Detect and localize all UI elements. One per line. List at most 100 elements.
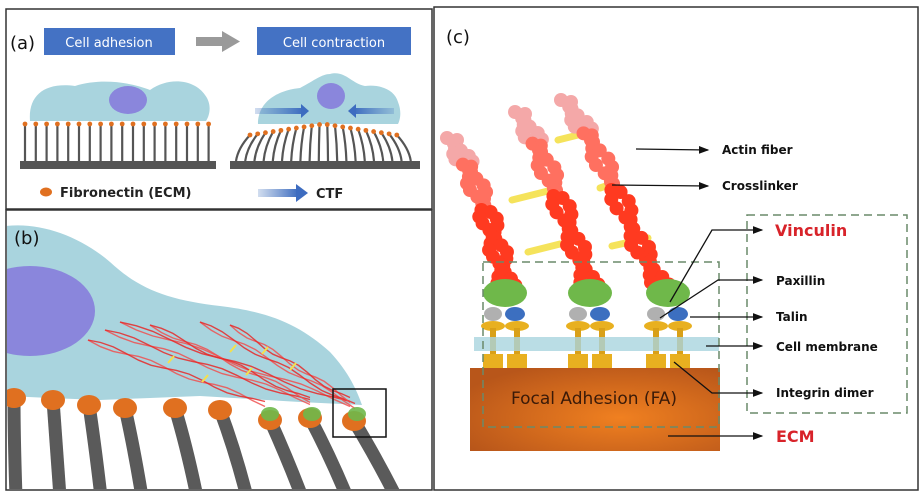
crosslinker-leader: [611, 182, 710, 190]
panel-b: (b): [5, 209, 433, 491]
label-talin: Talin: [776, 310, 808, 324]
fibronectin-dot: [41, 390, 65, 410]
pillar: [308, 125, 313, 162]
fibronectin-dot: [355, 126, 361, 132]
integrin-base: [646, 354, 666, 368]
ctf-arrow-left: [354, 108, 394, 114]
fibronectin-dot: [98, 121, 103, 127]
label-cell-membrane: Cell membrane: [776, 340, 878, 354]
actin-filament: [229, 324, 351, 399]
actin-filament: [199, 321, 356, 410]
pillar: [234, 134, 251, 162]
panel-a-letter: (a): [10, 33, 35, 54]
vinculin: [483, 279, 527, 307]
fibronectin-dot: [363, 127, 369, 133]
fibronectin-dot: [65, 121, 71, 127]
ecm-block: [470, 368, 720, 451]
fibronectin-dot: [87, 121, 93, 127]
pillar: [326, 124, 330, 162]
fibronectin-dot: [77, 395, 101, 415]
actin-filament: [229, 324, 351, 404]
fibronectin-dot: [309, 123, 315, 129]
talin-gray: [484, 307, 502, 321]
fibronectin-dot: [317, 122, 322, 127]
label-paxillin: Paxillin: [776, 274, 825, 288]
panel-a: (a) Cell adhesion Cell contraction: [5, 8, 433, 210]
focal-adhesion-cluster: [261, 407, 279, 421]
fibronectin-dot: [332, 123, 338, 129]
fibronectin-dot: [394, 132, 400, 138]
fibronectin-dot: [163, 121, 168, 127]
crosslinker: [167, 355, 175, 364]
integrin-base: [507, 354, 527, 368]
pillar: [372, 130, 385, 162]
fibronectin-dot: [286, 126, 292, 132]
fibronectin-dot: [152, 121, 158, 127]
vinculin-leader: [669, 226, 764, 303]
vinculin: [568, 279, 612, 307]
pillar: [280, 128, 290, 162]
pillar: [317, 124, 321, 162]
fibronectin-dot: [278, 127, 284, 133]
fibronectin-dot: [130, 121, 136, 127]
actin-fibers: [440, 93, 677, 299]
zoom-region-box: [332, 388, 387, 438]
integrin-base: [670, 354, 690, 368]
fa-dashed-box: [482, 261, 720, 428]
fibronectin-legend-icon: [40, 187, 52, 197]
pillar: [395, 134, 412, 162]
adhered-cell: [20, 81, 216, 169]
substrate-base: [20, 161, 216, 169]
fibronectin-dot: [263, 130, 268, 136]
label-crosslinker: Crosslinker: [722, 179, 798, 193]
process-arrow-icon: [196, 31, 240, 52]
pillar: [253, 132, 267, 162]
substrate-base: [230, 161, 420, 169]
fibronectin-dot: [7, 388, 26, 408]
cell-contraction-label: Cell contraction: [283, 36, 385, 51]
fibronectin-dot: [206, 121, 212, 127]
integrin-base: [568, 354, 588, 368]
contracted-cell: [230, 73, 420, 169]
fibronectin-dot: [255, 131, 261, 137]
crosslinker: [245, 367, 253, 376]
cell-body: [7, 225, 362, 405]
pillar: [299, 126, 306, 162]
micropillars: [7, 388, 400, 489]
fibronectin-dot: [119, 121, 125, 127]
legend-fibronectin: Fibronectin (ECM): [60, 186, 191, 201]
actin-filament: [104, 329, 311, 401]
talin-blue: [590, 307, 610, 321]
legend-dashed-box: [746, 214, 908, 414]
pillar: [388, 133, 403, 162]
micropillar: [46, 399, 66, 489]
talin-gray: [647, 307, 665, 321]
crosslinker: [261, 346, 269, 355]
fibronectin-dot: [371, 129, 377, 134]
cell-contraction-box: [257, 27, 411, 55]
integrin-head: [668, 321, 692, 331]
pillar: [271, 129, 282, 162]
focal-adhesion-complexes: [481, 279, 692, 368]
pillar: [244, 133, 259, 162]
fibronectin-dot: [173, 121, 179, 127]
fibronectin-dot: [293, 125, 299, 131]
focal-adhesion-label: Focal Adhesion (FA): [511, 389, 677, 409]
actin-filament: [119, 321, 351, 408]
micropillar: [7, 397, 23, 489]
fibronectin-dot: [55, 121, 60, 127]
fibronectin-dot: [22, 121, 28, 127]
crosslinker: [289, 362, 297, 371]
fibronectin-dot: [76, 121, 82, 127]
cell-adhesion-box: [44, 28, 175, 55]
actin-bead: [609, 201, 624, 216]
nucleus: [7, 266, 95, 356]
actin-filament: [119, 321, 351, 403]
fibronectin-dot: [386, 131, 392, 137]
ctf-arrow-right: [255, 108, 303, 114]
cell-adhesion-label: Cell adhesion: [65, 36, 152, 51]
ctf-legend-icon: [258, 184, 308, 202]
label-integrin-dimer: Integrin dimer: [776, 386, 874, 400]
focal-adhesion-cluster: [348, 407, 366, 421]
actin-filament: [104, 329, 311, 406]
